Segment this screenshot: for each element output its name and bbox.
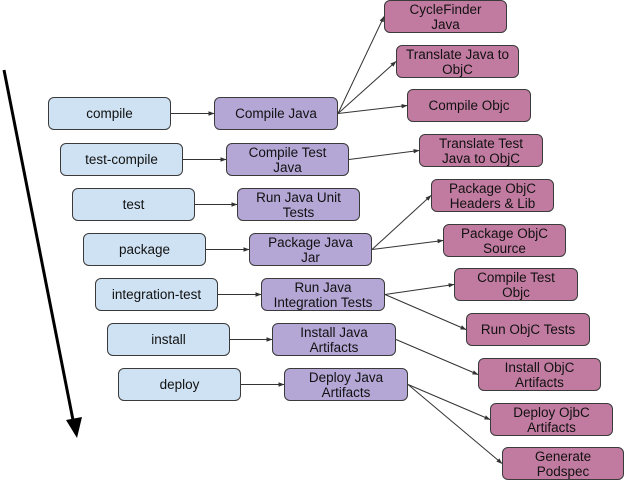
node-label: Compile Test Java [248,144,327,175]
objc-node-package-objc-source[interactable]: Package ObjC Source [443,224,566,257]
phase-node-compile[interactable]: compile [48,97,171,130]
edge-deploy-java-artifacts-to-deploy-ojbc-artifacts [407,384,491,420]
objc-node-compile-objc[interactable]: Compile Objc [407,89,531,122]
node-label: integration-test [111,287,202,302]
node-label: Install Java Artifacts [300,324,368,355]
node-label: Translate Java to ObjC [405,46,510,77]
edge-run-java-integration-tests-to-run-objc-tests [384,294,467,330]
objc-node-package-objc-headers-lib[interactable]: Package ObjC Headers & Lib [431,179,554,212]
edge-package-java-jar-to-package-objc-source [371,239,444,250]
node-label: Compile Objc [428,98,510,113]
node-label: Package ObjC Headers & Lib [448,180,537,211]
node-label: compile [86,106,133,121]
java-node-install-java-artifacts[interactable]: Install Java Artifacts [272,323,396,356]
node-label: Deploy OjbC Artifacts [513,404,590,435]
java-node-run-java-integration-tests[interactable]: Run Java Integration Tests [261,278,385,311]
node-label: Package Java Jar [268,234,353,265]
arrow-down-icon [66,417,82,438]
edge-install-java-artifacts-to-install-objc-artifacts [395,339,479,375]
phase-node-test-compile[interactable]: test-compile [60,143,183,176]
java-node-compile-java[interactable]: Compile Java [214,97,338,130]
node-label: Compile Java [235,106,317,121]
edge-compile-java-to-compile-objc [337,103,408,114]
objc-node-run-objc-tests[interactable]: Run ObjC Tests [466,313,590,346]
node-label: CycleFinder Java [409,1,482,32]
node-label: package [118,242,171,257]
objc-node-translate-test-java-to-objc[interactable]: Translate Test Java to ObjC [419,134,543,167]
edge-run-java-integration-tests-to-compile-test-objc [384,283,455,295]
edge-compile-java-to-translate-java-to-objc [337,61,397,114]
phase-node-install[interactable]: install [107,323,230,356]
node-label: Generate Podspec [534,448,592,479]
node-label: Deploy Java Artifacts [308,369,384,400]
node-label: test-compile [85,152,158,167]
java-node-compile-test-java[interactable]: Compile Test Java [226,143,349,176]
timeline-arrow [2,69,82,438]
objc-node-compile-test-objc[interactable]: Compile Test Objc [454,268,578,301]
node-label: Translate Test Java to ObjC [438,135,524,166]
objc-node-install-objc-artifacts[interactable]: Install ObjC Artifacts [478,358,601,391]
node-label: deploy [159,377,200,392]
node-label: Compile Test Objc [477,269,555,300]
java-node-deploy-java-artifacts[interactable]: Deploy Java Artifacts [284,368,408,401]
node-label: install [151,332,186,347]
phase-node-test[interactable]: test [72,188,195,221]
java-node-package-java-jar[interactable]: Package Java Jar [249,233,372,266]
objc-node-generate-podspec[interactable]: Generate Podspec [502,447,624,480]
node-label: Install ObjC Artifacts [504,359,575,390]
objc-node-deploy-ojbc-artifacts[interactable]: Deploy OjbC Artifacts [490,403,613,436]
edge-compile-test-java-to-translate-test-java-to-objc [348,149,420,160]
phase-node-deploy[interactable]: deploy [118,368,241,401]
node-label: Run ObjC Tests [480,322,576,337]
objc-node-cyclefinder-java[interactable]: CycleFinder Java [384,0,507,33]
timeline-arrow-shaft [2,69,75,421]
node-label: Package ObjC Source [460,225,549,256]
node-label: Run Java Unit Tests [256,189,341,220]
java-node-run-java-unit-tests[interactable]: Run Java Unit Tests [237,188,360,221]
objc-node-translate-java-to-objc[interactable]: Translate Java to ObjC [396,45,519,78]
edge-package-java-jar-to-package-objc-headers-lib [371,195,432,250]
edge-compile-java-to-cyclefinder-java [337,16,385,114]
phase-node-package[interactable]: package [83,233,206,266]
phase-node-integration-test[interactable]: integration-test [95,278,218,311]
edge-deploy-java-artifacts-to-generate-podspec [407,384,503,464]
node-label: test [122,197,145,212]
node-label: Run Java Integration Tests [273,279,373,310]
